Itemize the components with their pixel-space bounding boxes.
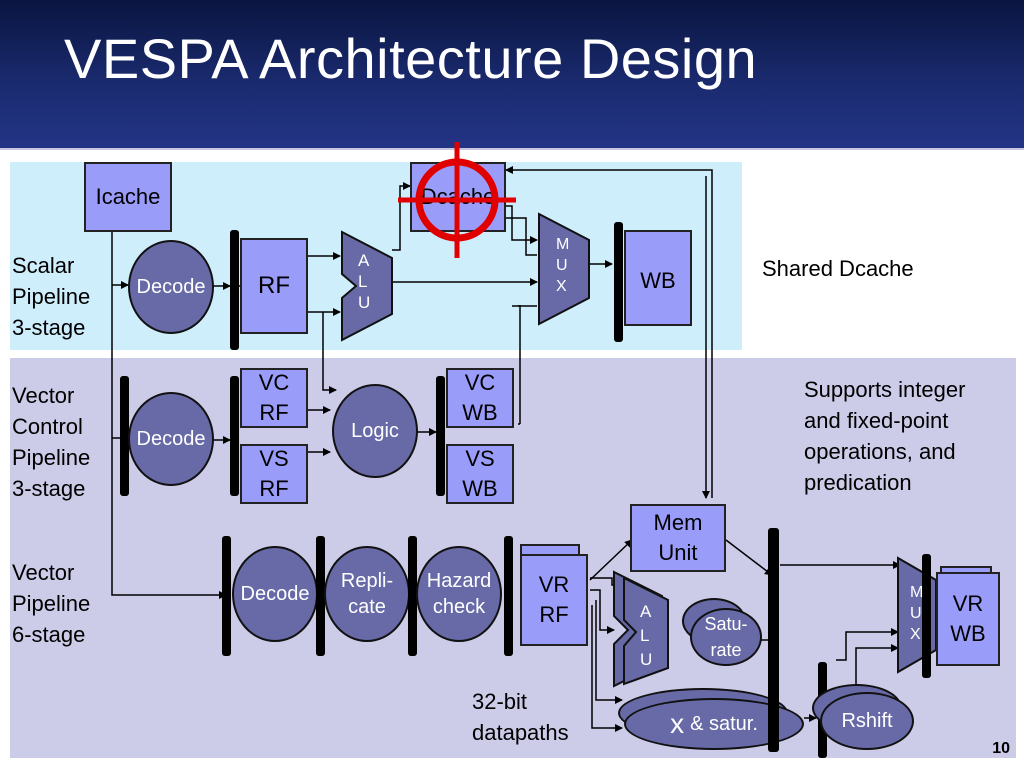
hazard-check-stage: Hazard check <box>416 546 502 642</box>
scalar-pipeline-register-2 <box>614 222 623 342</box>
shared-dcache-note: Shared Dcache <box>762 256 914 281</box>
datapaths-note: 32-bit datapaths <box>472 689 569 745</box>
v-pipeline-register-3 <box>408 536 417 656</box>
mem-unit-block: Mem Unit <box>630 504 726 572</box>
vr-wb-block: VR WB <box>936 572 1000 666</box>
rshift-stage: Rshift <box>820 692 914 750</box>
vc-wb-block: VC WB <box>446 368 514 428</box>
vs-wb-block: VS WB <box>446 444 514 504</box>
slide-title: VESPA Architecture Design <box>64 27 758 90</box>
vc-decode-stage: Decode <box>128 392 214 486</box>
scalar-mux-block <box>538 212 590 326</box>
vector-mux-label: M U X <box>910 584 924 643</box>
icache-block: Icache <box>84 162 172 232</box>
title-bar: VESPA Architecture Design <box>0 0 1024 150</box>
v-pipeline-register-2 <box>316 536 325 656</box>
vr-rf-block: VR RF <box>520 554 588 646</box>
scalar-rf-block: RF <box>240 238 308 334</box>
v-pipeline-register-4 <box>504 536 513 656</box>
saturate-stage: Satu- rate <box>690 608 762 666</box>
scalar-alu-block <box>341 230 393 342</box>
scalar-pipeline-register-1 <box>230 230 239 350</box>
supports-note: Supports integer and fixed-point operati… <box>804 377 966 495</box>
v-pipeline-register-5 <box>768 528 779 752</box>
v-pipeline-register-7 <box>922 554 931 678</box>
vector-alu-block <box>613 570 669 688</box>
multiply-suffix: & satur. <box>690 712 758 735</box>
vc-pipeline-register-2 <box>436 376 445 496</box>
scalar-decode-stage: Decode <box>128 240 214 334</box>
crosshair-target-icon <box>398 142 516 258</box>
vector-control-pipeline-label: Vector Control Pipeline 3-stage <box>12 383 91 501</box>
scalar-mux-label: M U X <box>556 236 570 295</box>
scalar-pipeline-label: Scalar Pipeline 3-stage <box>12 253 91 340</box>
v-decode-stage: Decode <box>232 546 318 642</box>
scalar-alu-label: A L U <box>358 251 371 312</box>
logic-stage: Logic <box>332 384 418 478</box>
vc-pipeline-register-1 <box>230 376 239 496</box>
scalar-wb-block: WB <box>624 230 692 326</box>
vc-rf-block: VC RF <box>240 368 308 428</box>
page-number: 10 <box>992 740 1010 757</box>
v-pipeline-register-1 <box>222 536 231 656</box>
multiply-symbol: x <box>670 708 685 739</box>
replicate-stage: Repli- cate <box>324 546 410 642</box>
vector-alu-label: A L U <box>640 602 653 669</box>
vs-rf-block: VS RF <box>240 444 308 504</box>
vc-pipeline-register-0 <box>120 376 129 496</box>
vector-pipeline-label: Vector Pipeline 6-stage <box>12 560 91 647</box>
